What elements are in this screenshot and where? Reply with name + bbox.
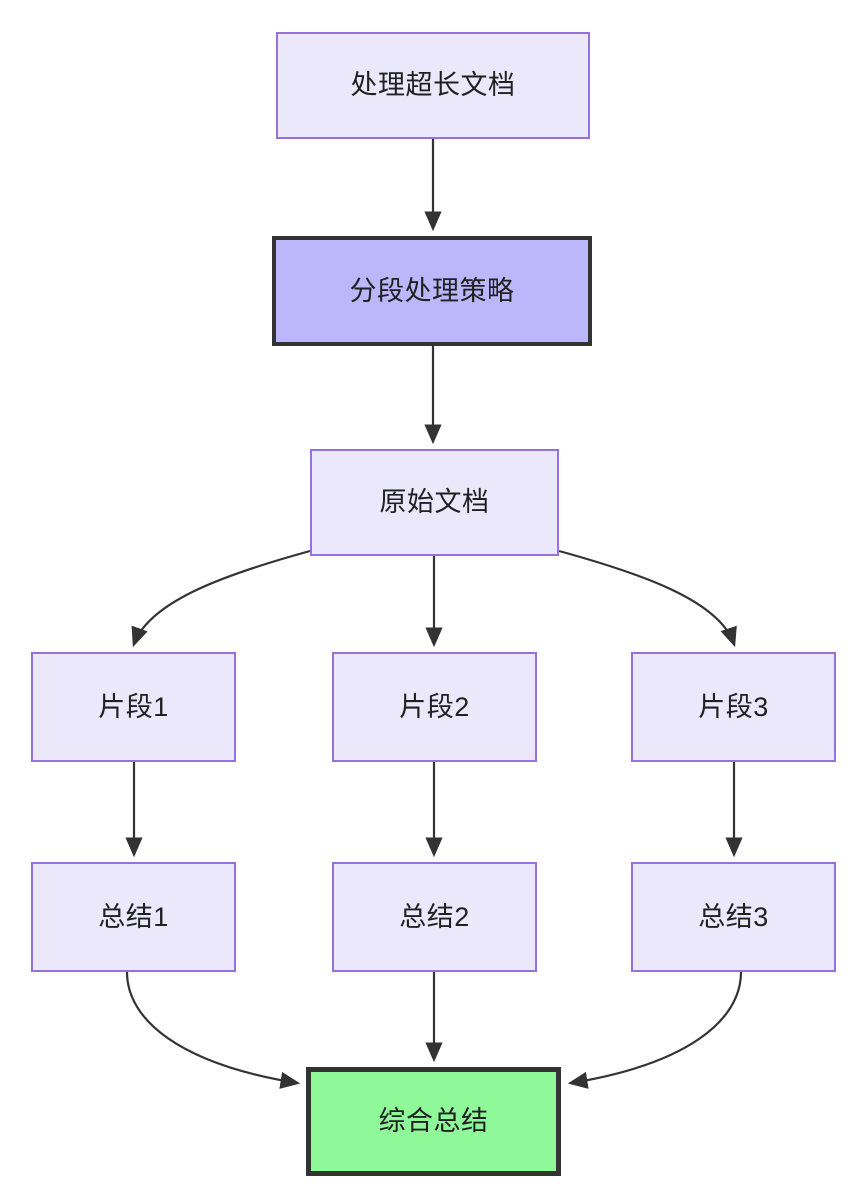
node-fragment-3[interactable]: 片段3 xyxy=(631,652,836,762)
node-combined-summary[interactable]: 综合总结 xyxy=(306,1067,561,1176)
node-label: 总结1 xyxy=(98,901,169,932)
node-label: 原始文档 xyxy=(379,487,490,518)
node-label: 片段1 xyxy=(98,691,169,722)
node-process-long-document[interactable]: 处理超长文档 xyxy=(276,32,590,139)
node-summary-1[interactable]: 总结1 xyxy=(31,862,236,972)
node-original-document[interactable]: 原始文档 xyxy=(310,449,559,556)
node-fragment-2[interactable]: 片段2 xyxy=(332,652,537,762)
node-label: 总结2 xyxy=(399,901,470,932)
node-label: 总结3 xyxy=(698,901,769,932)
edge-n3-n4 xyxy=(131,549,311,648)
node-chunking-strategy[interactable]: 分段处理策略 xyxy=(272,236,592,346)
node-label: 片段2 xyxy=(399,691,470,722)
node-label: 分段处理策略 xyxy=(349,275,515,306)
node-fragment-1[interactable]: 片段1 xyxy=(31,652,236,762)
edge-n9-n10 xyxy=(567,971,743,1089)
node-label: 片段3 xyxy=(698,691,769,722)
edge-n3-n6 xyxy=(558,549,737,648)
node-summary-3[interactable]: 总结3 xyxy=(631,862,836,972)
node-label: 综合总结 xyxy=(378,1106,489,1137)
edge-n7-n10 xyxy=(125,971,301,1089)
node-summary-2[interactable]: 总结2 xyxy=(332,862,537,972)
node-label: 处理超长文档 xyxy=(350,70,516,101)
